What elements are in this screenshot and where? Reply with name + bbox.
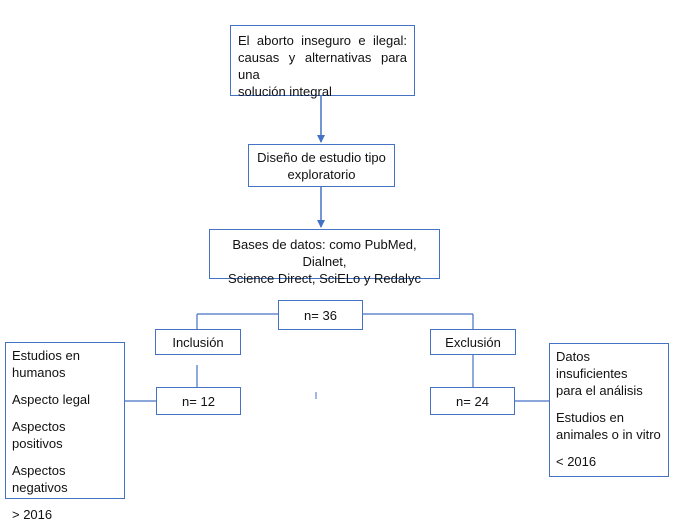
inclusion-criteria-list: Estudios en humanos Aspecto legal Aspect…: [5, 342, 125, 522]
title-line-2: causas y alternativas para una: [238, 50, 407, 82]
inclusion-item-2: Aspecto legal: [12, 392, 91, 407]
inclusion-item-1a: Estudios en: [12, 348, 80, 363]
exclusion-item-2a: Estudios en: [556, 410, 624, 425]
exclusion-label: Exclusión: [445, 335, 501, 350]
total-count-box: n= 36: [278, 300, 363, 330]
exclusion-count: n= 24: [456, 394, 489, 409]
exclusion-item-1a: Datos insuficientes: [556, 349, 628, 381]
exclusion-count-box: n= 24: [430, 387, 515, 415]
title-box: El aborto inseguro e ilegal: causas y al…: [230, 25, 415, 99]
inclusion-count: n= 12: [182, 394, 215, 409]
inclusion-count-box: n= 12: [156, 387, 241, 415]
exclusion-item-1b: para el análisis: [556, 383, 643, 398]
exclusion-item-3: < 2016: [556, 454, 597, 469]
inclusion-label: Inclusión: [172, 335, 224, 350]
title-line-3: solución integral: [238, 84, 332, 99]
inclusion-item-1b: humanos: [12, 365, 66, 380]
inclusion-item-5: > 2016: [12, 507, 53, 522]
inclusion-item-3: Aspectos positivos: [12, 419, 66, 451]
study-design-box: Diseño de estudio tipo exploratorio: [248, 144, 395, 187]
databases-box: Bases de datos: como PubMed, Dialnet, Sc…: [209, 229, 440, 286]
exclusion-item-2b: animales o in vitro: [556, 427, 661, 442]
design-line-2: exploratorio: [287, 167, 356, 182]
databases-line-1: Bases de datos: como PubMed, Dialnet,: [232, 237, 417, 269]
inclusion-item-4: Aspectos negativos: [12, 463, 68, 495]
total-count: n= 36: [304, 308, 337, 323]
design-line-1: Diseño de estudio tipo: [257, 150, 386, 165]
title-line-1: El aborto inseguro e ilegal:: [238, 33, 407, 48]
inclusion-box: Inclusión: [155, 329, 241, 355]
exclusion-box: Exclusión: [430, 329, 516, 355]
exclusion-criteria-list: Datos insuficientes para el análisis Est…: [549, 343, 669, 477]
databases-line-2: Science Direct, SciELo y Redalyc: [228, 271, 421, 286]
